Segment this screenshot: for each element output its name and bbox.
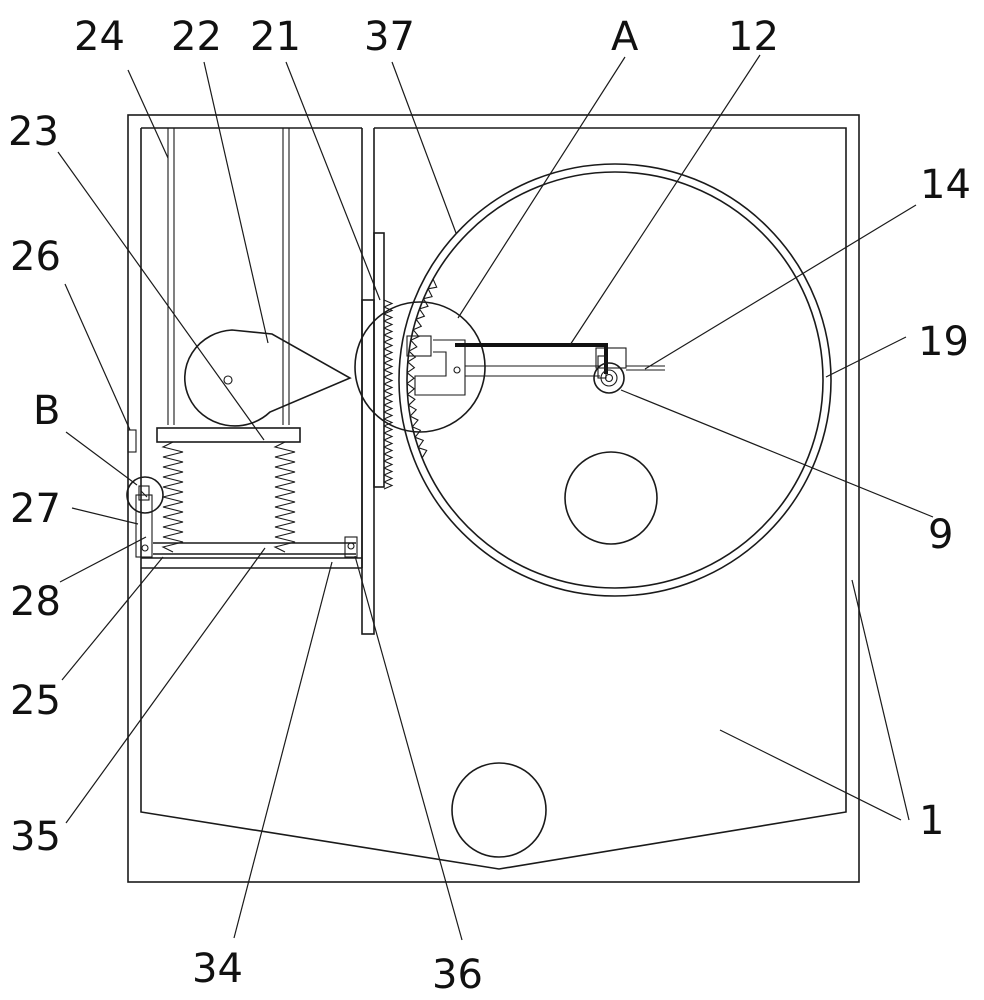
label-34: 34 [192, 946, 243, 992]
detail-circle-b [126, 476, 164, 514]
label-26: 26 [10, 234, 61, 280]
drain-hole [451, 762, 547, 858]
label-23: 23 [8, 109, 59, 155]
large-wheel [398, 163, 832, 597]
labels: 24 22 21 37 A 12 23 14 26 19 B 27 9 28 2… [8, 14, 971, 998]
spring-plate [156, 427, 301, 443]
label-b: B [33, 388, 60, 434]
label-27: 27 [10, 486, 61, 532]
housing [127, 114, 860, 883]
arm-assembly [455, 343, 665, 394]
label-19: 19 [918, 319, 969, 365]
label-36: 36 [432, 952, 483, 998]
label-1: 1 [919, 798, 944, 844]
label-22: 22 [171, 14, 222, 60]
left-spring [161, 441, 184, 553]
label-12: 12 [728, 14, 779, 60]
label-14: 14 [920, 162, 971, 208]
right-spring [273, 441, 296, 553]
label-35: 35 [10, 814, 61, 860]
detail-circle-a [354, 301, 600, 433]
label-a: A [611, 14, 639, 60]
label-24: 24 [74, 14, 125, 60]
bottom-bar [141, 536, 362, 569]
label-25: 25 [10, 678, 61, 724]
label-9: 9 [928, 512, 953, 558]
label-28: 28 [10, 579, 61, 625]
toothed-rack [361, 232, 394, 635]
guide-rails [167, 128, 290, 425]
cam [183, 329, 352, 427]
leader-lines [57, 54, 934, 941]
side-bracket [127, 429, 153, 558]
label-37: 37 [364, 14, 415, 60]
label-21: 21 [250, 14, 301, 60]
